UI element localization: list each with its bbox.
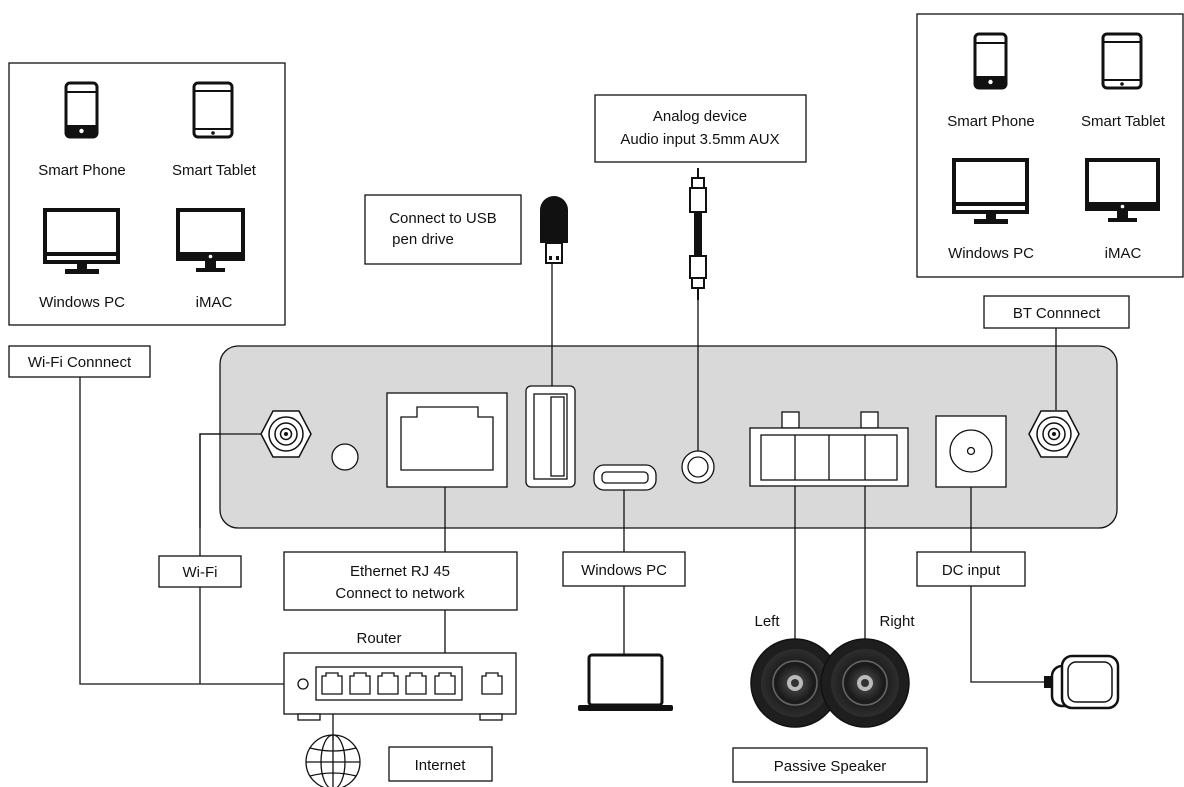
usb-port [525,385,576,488]
speaker-left-label: Left [754,613,780,630]
ethernet-port [386,392,508,488]
internet-label-box: Internet [388,746,493,782]
ethernet-label-line1: Ethernet RJ 45 [350,563,450,580]
dc-input-jack [935,415,1007,488]
usb-pen-drive-icon [540,196,568,264]
right-windows-pc-label: Windows PC [948,245,1034,262]
right-speaker-icon [820,638,910,728]
analog-label-line2: Audio input 3.5mm AUX [620,131,779,148]
right-imac-label: iMAC [1105,245,1142,262]
aux-jack [681,450,715,484]
wifi-label: Wi-Fi [183,564,218,581]
usb-label-line2: pen drive [392,231,454,248]
smart-tablet-icon [1101,32,1143,90]
speaker-terminal-block [749,411,909,487]
left-device-panel: Smart Phone Smart Tablet Windows PC iMAC [8,62,286,326]
usb-label-box: Connect to USB pen drive [364,194,522,265]
wifi-connect-label-box: Wi-Fi Connnect [8,345,151,378]
left-speaker-icon [750,638,840,728]
micro-usb-port [593,464,657,491]
windows-pc-icon [952,158,1029,224]
imac-icon [176,208,245,272]
router-label: Router [356,630,401,647]
laptop-icon [578,653,673,711]
aux-cable-icon [689,168,707,300]
analog-label-box: Analog device Audio input 3.5mm AUX [594,94,807,163]
wifi-connect-label: Wi-Fi Connnect [28,354,132,371]
internet-label: Internet [415,757,467,774]
wifi-antenna-port [260,410,312,458]
dc-input-label: DC input [942,562,1001,579]
left-imac-label: iMAC [196,294,233,311]
passive-speaker-label-box: Passive Speaker [732,747,928,783]
wifi-label-box: Wi-Fi [158,555,242,588]
analog-label-line1: Analog device [653,108,747,125]
passive-speaker-label: Passive Speaker [774,758,887,775]
left-smart-tablet-label: Smart Tablet [172,162,257,179]
windows-pc-icon [43,208,120,274]
bt-connect-label: BT Connnect [1013,305,1101,322]
windows-pc-label-box: Windows PC [562,551,686,587]
speaker-right-label: Right [879,613,915,630]
smart-phone-icon [973,32,1008,90]
router-icon [283,652,517,721]
windows-pc-label: Windows PC [581,562,667,579]
ethernet-label-box: Ethernet RJ 45 Connect to network [283,551,518,611]
smart-phone-icon [64,81,99,139]
smart-tablet-icon [192,81,234,139]
dc-input-label-box: DC input [916,551,1026,587]
ethernet-label-line2: Connect to network [335,585,465,602]
usb-label-line1: Connect to USB [389,210,497,227]
status-led [331,443,359,471]
globe-icon [305,734,361,787]
right-smart-phone-label: Smart Phone [947,113,1035,130]
right-smart-tablet-label: Smart Tablet [1081,113,1166,130]
imac-icon [1085,158,1160,222]
left-smart-phone-label: Smart Phone [38,162,126,179]
right-device-panel: Smart Phone Smart Tablet Windows PC iMAC [916,13,1184,278]
bt-antenna-port [1028,410,1080,458]
left-windows-pc-label: Windows PC [39,294,125,311]
bt-connect-label-box: BT Connnect [983,295,1130,329]
power-adapter-icon [1044,654,1120,710]
